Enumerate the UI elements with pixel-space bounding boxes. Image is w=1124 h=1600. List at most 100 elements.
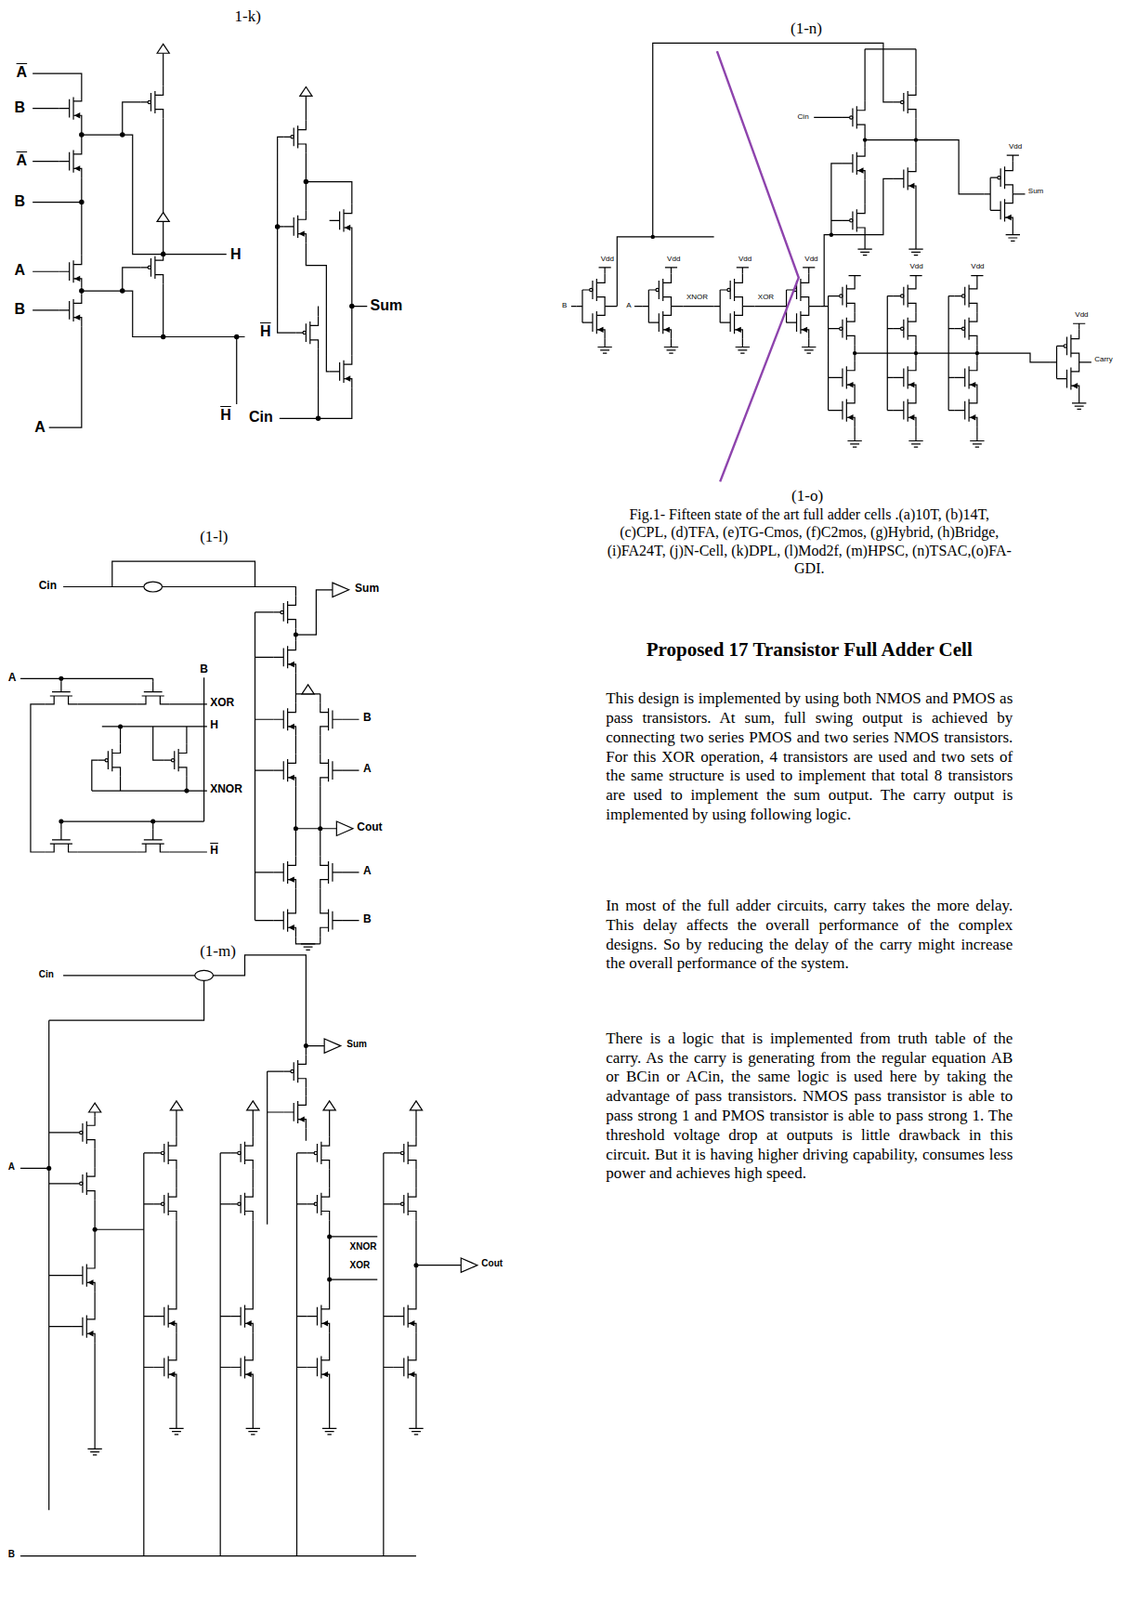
transistor-symbol bbox=[642, 267, 684, 353]
transistor-symbol bbox=[842, 204, 865, 237]
transistor-symbol bbox=[154, 1136, 177, 1169]
transistor-symbol bbox=[230, 1299, 253, 1333]
transistor-symbol bbox=[954, 361, 978, 394]
transistor-symbol bbox=[1050, 323, 1092, 409]
circuit-label: Cin bbox=[39, 579, 57, 591]
junction-dot bbox=[150, 819, 156, 824]
transistor-symbol bbox=[393, 1187, 417, 1220]
junction-dot bbox=[326, 1277, 332, 1282]
transistor-symbol bbox=[323, 1100, 336, 1111]
transistor-symbol bbox=[136, 681, 170, 705]
transistor-symbol bbox=[847, 441, 862, 448]
transistor-symbol bbox=[408, 1427, 423, 1435]
circuit-label: H bbox=[209, 718, 219, 731]
circuit-n bbox=[571, 42, 1092, 482]
junction-dot bbox=[46, 1165, 52, 1171]
figure-label: (1-m) bbox=[199, 942, 236, 959]
junction-dot bbox=[303, 179, 309, 184]
junction-dot bbox=[862, 137, 867, 142]
transistor-symbol bbox=[44, 681, 78, 705]
transistor-symbol bbox=[575, 267, 617, 353]
circuit-label: Vdd bbox=[601, 255, 615, 263]
junction-dot bbox=[78, 287, 84, 293]
transistor-symbol bbox=[154, 1299, 177, 1333]
figure-label: (1-n) bbox=[790, 20, 823, 37]
transistor-symbol bbox=[306, 1350, 329, 1384]
junction-dot bbox=[92, 1227, 98, 1232]
circuit-label: Cin bbox=[39, 969, 54, 980]
junction-dot bbox=[651, 235, 655, 239]
body-paragraph: There is a logic that is implemented fro… bbox=[605, 1029, 1013, 1184]
transistor-symbol bbox=[332, 582, 350, 597]
junction-dot bbox=[119, 131, 125, 137]
circuit-label: Vdd bbox=[738, 255, 752, 263]
transistor-symbol bbox=[72, 1115, 95, 1149]
circuit-l bbox=[20, 561, 360, 950]
circuit-wire bbox=[255, 693, 360, 944]
circuit-label: Sum bbox=[346, 1039, 367, 1049]
junction-dot bbox=[160, 251, 166, 257]
transistor-symbol bbox=[273, 855, 296, 889]
circuit-label: Vdd bbox=[804, 255, 818, 263]
transistor-symbol bbox=[156, 43, 170, 53]
transmission-gate bbox=[143, 581, 163, 592]
transistor-symbol bbox=[320, 903, 343, 937]
circuit-label: Cin bbox=[797, 113, 810, 121]
circuit-label: A bbox=[363, 762, 372, 774]
transistor-symbol bbox=[283, 1095, 306, 1128]
circuit-label: H bbox=[230, 247, 242, 262]
circuit-label: A bbox=[16, 153, 28, 169]
circuit-label: Cout bbox=[481, 1258, 503, 1268]
transistor-symbol bbox=[97, 744, 120, 777]
transistor-symbol bbox=[393, 1136, 417, 1169]
symbol-group bbox=[58, 632, 323, 832]
junction-dot bbox=[914, 137, 918, 142]
junction-dot bbox=[58, 819, 64, 824]
circuit-label: B bbox=[363, 913, 372, 925]
circuit-label: B bbox=[562, 301, 567, 310]
transistor-symbol bbox=[230, 1136, 253, 1169]
circuit-label: B bbox=[13, 301, 26, 317]
transistor-symbol bbox=[969, 441, 984, 448]
circuit-label: Cout bbox=[356, 821, 382, 833]
transistor-symbol bbox=[409, 1100, 422, 1111]
transistor-symbol bbox=[954, 279, 978, 313]
transistor-symbol bbox=[842, 101, 865, 134]
circuit-label: Vdd bbox=[666, 255, 680, 263]
circuit-label: Sum bbox=[354, 582, 380, 594]
circuit-label: XOR bbox=[350, 1260, 371, 1270]
transistor-symbol bbox=[306, 1136, 329, 1169]
junction-dot bbox=[119, 287, 125, 293]
circuit-wire bbox=[717, 51, 799, 482]
circuit-label: H bbox=[220, 407, 232, 423]
circuit-label: XNOR bbox=[209, 783, 243, 795]
transistor-symbol bbox=[832, 361, 855, 394]
transistor-symbol bbox=[320, 855, 343, 889]
transistor-symbol bbox=[283, 120, 306, 154]
junction-dot bbox=[317, 825, 323, 831]
transistor-symbol bbox=[89, 1102, 102, 1112]
transistor-symbol bbox=[273, 595, 296, 628]
section-heading: Proposed 17 Transistor Full Adder Cell bbox=[605, 638, 1013, 662]
transistor-symbol bbox=[154, 1187, 177, 1220]
circuit-label: A bbox=[363, 864, 372, 876]
transistor-symbol bbox=[72, 1258, 95, 1292]
circuit-wire bbox=[20, 677, 208, 852]
junction-dot bbox=[303, 1043, 309, 1048]
transistor-symbol bbox=[832, 393, 855, 427]
junction-dot bbox=[160, 334, 166, 340]
transistor-symbol bbox=[301, 684, 314, 694]
transistor-symbol bbox=[44, 829, 78, 852]
junction-dot bbox=[413, 1262, 419, 1268]
circuit-label: Vdd bbox=[970, 262, 984, 271]
circuit-label: B bbox=[363, 711, 372, 723]
transistor-symbol bbox=[273, 754, 296, 787]
figure-label: 1-k) bbox=[235, 8, 262, 25]
circuit-label: A bbox=[16, 65, 28, 80]
transistor-symbol bbox=[329, 204, 353, 237]
circuit-label: A bbox=[13, 262, 26, 278]
transistor-symbol bbox=[320, 703, 343, 736]
transistor-symbol bbox=[857, 248, 872, 256]
transistor-symbol bbox=[320, 754, 343, 787]
circuit-wire bbox=[297, 1110, 379, 1556]
